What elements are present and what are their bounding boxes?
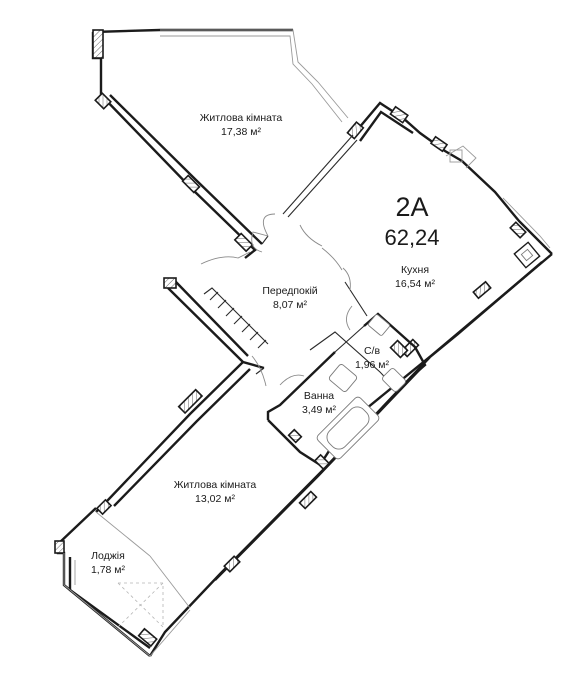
loggia-name: Лоджія — [91, 550, 125, 562]
living-room-2-area: 13,02 м² — [195, 493, 235, 505]
kitchen-area: 16,54 м² — [395, 278, 435, 290]
structural-columns — [54, 29, 527, 648]
room-labels: 2A 62,24 Житлова кімната 17,38 м² Кухня … — [91, 112, 440, 576]
bathroom-name: Ванна — [304, 390, 334, 402]
living-room-2-name: Житлова кімната — [174, 479, 257, 491]
living-room-1-name: Житлова кімната — [200, 112, 283, 124]
apartment-type: 2A — [395, 192, 428, 222]
loggia-markings — [95, 511, 191, 628]
loggia-area: 1,78 м² — [91, 564, 126, 576]
wc-area: 1,96 м² — [355, 359, 390, 371]
doors — [200, 213, 353, 387]
hallway-name: Передпокій — [262, 285, 317, 297]
wc-name: С/в — [364, 345, 381, 357]
glazing — [63, 29, 551, 657]
bathroom-area: 3,49 м² — [302, 404, 337, 416]
wc-sink-fixture — [367, 314, 391, 336]
fixtures — [203, 287, 406, 460]
living-room-1-area: 17,38 м² — [221, 126, 261, 138]
bathtub-fixture — [316, 396, 380, 460]
apartment-total-area: 62,24 — [384, 225, 439, 250]
interior-partitions — [255, 134, 427, 471]
ventilation-shaft — [513, 241, 541, 269]
bath-sink-fixture — [328, 364, 358, 392]
toilet-fixture — [382, 368, 406, 392]
hallway-area: 8,07 м² — [273, 299, 308, 311]
outer-walls — [56, 28, 553, 657]
kitchen-name: Кухня — [401, 264, 429, 276]
